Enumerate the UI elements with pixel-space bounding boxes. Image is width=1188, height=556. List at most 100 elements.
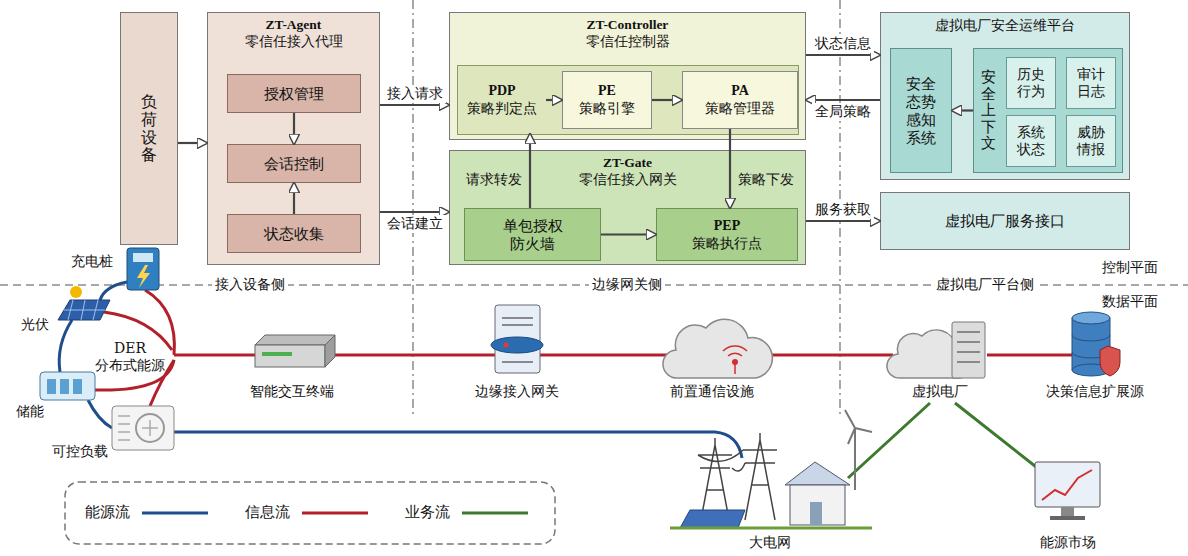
box-heading: PE	[598, 83, 616, 100]
flow-arrow	[806, 220, 880, 222]
storage-icon	[40, 372, 95, 400]
box-heading: PDP	[488, 83, 515, 100]
text-wrap: 系统状态	[1007, 116, 1055, 166]
region-label: 数据平面	[1099, 293, 1161, 311]
text-wrap: 会话控制	[228, 145, 360, 182]
flow-arrow	[601, 233, 656, 235]
device-column: 负荷设备	[120, 12, 178, 245]
power-grid-illustration	[670, 410, 872, 528]
storage-icon	[60, 379, 69, 394]
terminal-icon	[255, 345, 325, 367]
air-conditioner-icon	[112, 406, 174, 450]
box-text: 策略执行点	[692, 235, 762, 252]
box-heading: PEP	[714, 218, 740, 235]
policy-point: PDP策略判定点	[458, 66, 546, 134]
comm-cloud-icon	[663, 319, 772, 378]
terminal-icon	[262, 352, 292, 356]
text-wrap: PA策略管理器	[683, 72, 797, 128]
legend-line	[462, 511, 528, 514]
edge-label: 服务获取	[812, 201, 874, 219]
legend-text: 信息流	[245, 503, 290, 522]
text-wrap: 威胁情报	[1067, 116, 1115, 166]
component-label: 储能	[13, 403, 47, 421]
text-wrap: ZT-Agent零信任接入代理	[208, 17, 379, 49]
energy-flow-line	[174, 432, 742, 458]
box-text: 会话控制	[264, 155, 324, 173]
comm-cloud-icon	[723, 346, 747, 374]
flow-arrow	[952, 109, 973, 111]
region-label: 边缘网关侧	[589, 276, 665, 294]
legend-line	[302, 511, 368, 514]
energy-flow-line	[100, 282, 127, 300]
text-wrap: 授权管理	[228, 75, 360, 112]
gateway-server-icon	[504, 343, 509, 348]
component-label: 光伏	[18, 316, 52, 334]
box-text: 安全上下文	[981, 69, 996, 152]
legend-frame	[65, 482, 555, 544]
text-wrap: PE策略引擎	[563, 72, 651, 128]
function-box: 授权管理	[227, 74, 361, 113]
legend-text: 能源流	[85, 503, 130, 522]
box-text: 策略引擎	[579, 100, 635, 117]
charging-pile-icon	[127, 248, 159, 290]
solar-panel-icon	[64, 300, 105, 320]
market-monitor-icon	[1050, 516, 1085, 520]
flow-arrow	[729, 129, 731, 208]
component-label: 虚拟电厂	[909, 383, 971, 401]
charging-pile-icon	[133, 253, 153, 262]
component-label: 决策信息扩展源	[1043, 383, 1147, 401]
pep-box: PEP策略执行点	[656, 208, 798, 261]
box-text: 单包授权 防火墙	[502, 217, 564, 253]
energy-flow-line	[59, 282, 742, 458]
flow-arrow	[293, 183, 295, 214]
terminal-icon	[255, 335, 335, 345]
terminal-icon	[325, 335, 335, 367]
market-monitor-icon	[1035, 462, 1100, 520]
solar-panel-icon	[70, 286, 82, 298]
info-flow-line	[95, 290, 1072, 406]
text-wrap: 历史行为	[1007, 58, 1055, 108]
box-text: 虚拟电厂服务接口	[945, 212, 1065, 230]
legend-item: 业务流	[405, 503, 530, 522]
air-conditioner-icon	[112, 406, 174, 450]
firewall-box: 单包授权 防火墙	[464, 208, 601, 261]
box-text: 零信任控制器	[450, 33, 805, 49]
component-label: 边缘接入网关	[472, 383, 562, 401]
text-wrap: PEP策略执行点	[657, 209, 797, 260]
legend-line	[142, 511, 208, 514]
legend-text: 业务流	[405, 503, 450, 522]
power-grid-illustration	[810, 502, 822, 525]
database-icon	[1072, 312, 1110, 324]
gateway-server-icon	[502, 318, 533, 362]
text-wrap: 审计日志	[1067, 58, 1115, 108]
component-label: 分布式能源	[92, 357, 168, 375]
market-monitor-icon	[1035, 462, 1100, 507]
context-item: 审计日志	[1066, 57, 1116, 109]
text-wrap: ZT-Controller零信任控制器	[450, 17, 805, 49]
storage-icon	[73, 379, 82, 394]
controller-box: ZT-Controller零信任控制器 PDP策略判定点 PE策略引擎 PA策略管理器	[449, 12, 806, 140]
storage-icon	[47, 379, 56, 394]
context-item: 历史行为	[1006, 57, 1056, 109]
region-label: 接入设备侧	[212, 276, 288, 294]
box-text: 威胁情报	[1076, 124, 1107, 158]
edge-label: 会话建立	[384, 215, 446, 233]
context-box: 安全上下文 历史行为审计日志系统状态威胁情报	[973, 48, 1123, 173]
component-label: 前置通信设施	[667, 383, 757, 401]
gateway-server-icon	[491, 305, 543, 373]
text-wrap: 虚拟电厂安全运维平台	[881, 17, 1129, 33]
box-text: 历史行为	[1016, 66, 1047, 100]
solar-panel-icon	[58, 286, 110, 320]
flow-arrow	[529, 134, 531, 208]
box-heading: ZT-Agent	[208, 17, 379, 33]
text-wrap: 负荷设备	[121, 13, 177, 244]
box-text: 策略判定点	[467, 100, 537, 117]
flow-arrow	[652, 99, 682, 101]
vpp-cloud-server-icon	[887, 322, 985, 378]
component-label: 充电桩	[68, 253, 116, 271]
power-grid-illustration	[670, 527, 872, 530]
edge-label: 策略下发	[735, 171, 797, 189]
function-box: 会话控制	[227, 144, 361, 183]
component-label: 能源市场	[1037, 534, 1099, 552]
legend-line	[460, 507, 530, 519]
